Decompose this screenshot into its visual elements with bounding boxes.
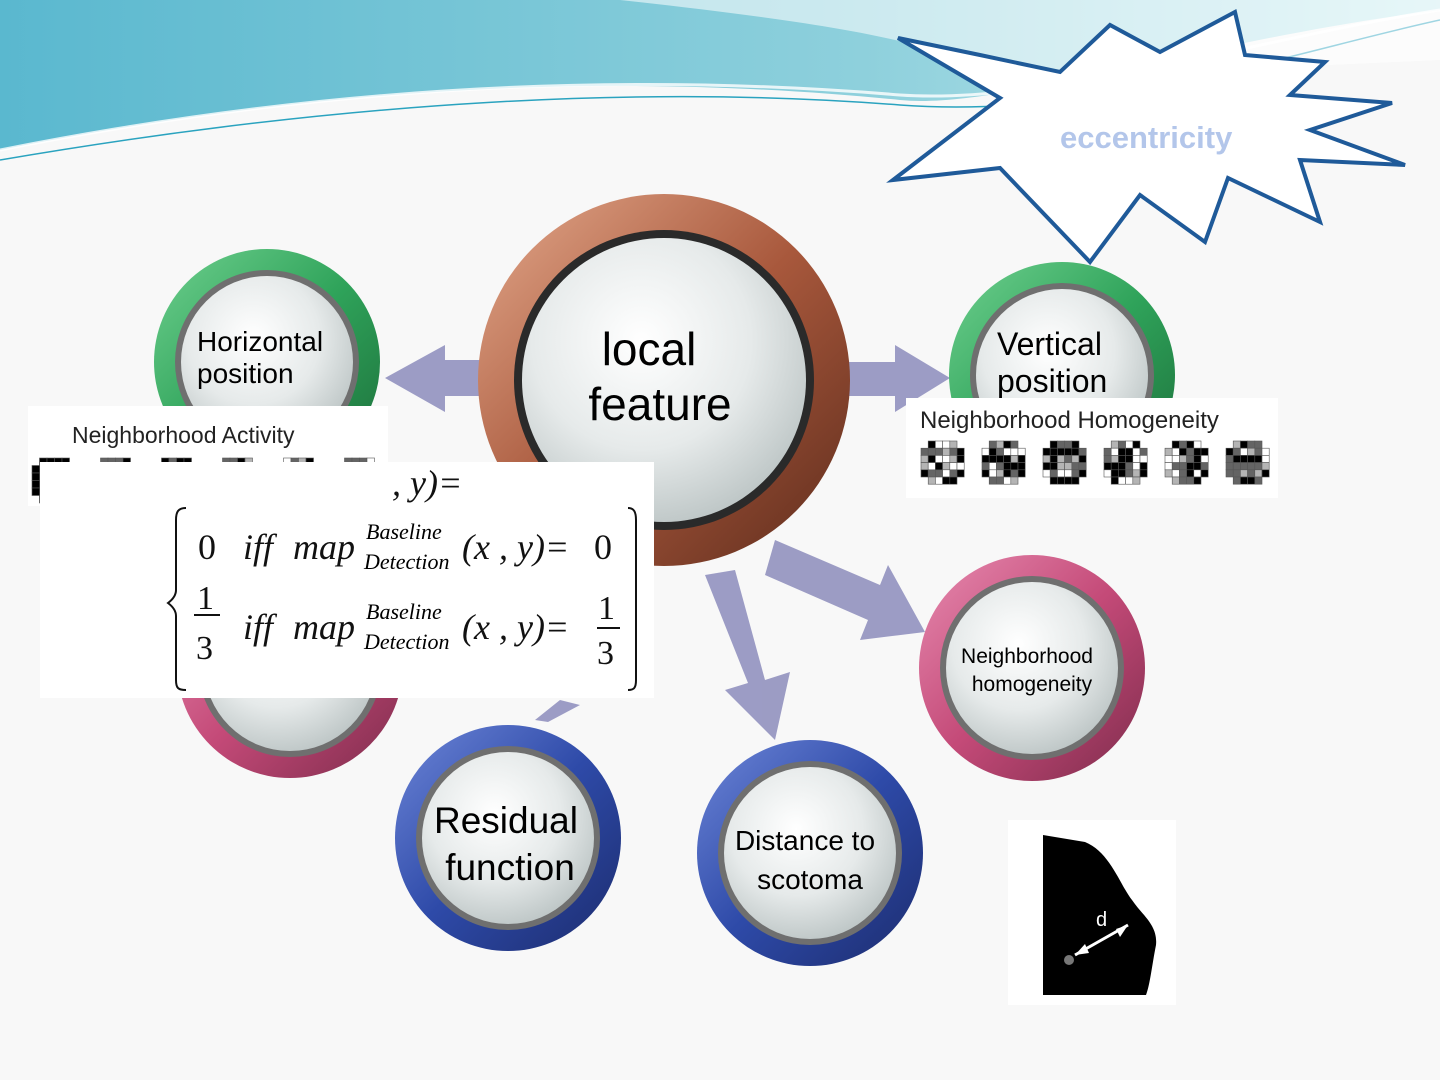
equation-panel <box>40 462 654 698</box>
equation-row1-args: (x , y)= <box>462 527 570 567</box>
equation-row2-rhs-num: 1 <box>598 590 615 627</box>
arrow-to-residual <box>535 700 580 722</box>
local-feature-label: local feature <box>588 323 732 431</box>
homogeneity-panel-title: Neighborhood Homogeneity <box>920 407 1219 434</box>
homogeneity-grid-thumb <box>920 440 965 485</box>
eccentricity-burst <box>886 9 1406 266</box>
residual-function-label: Residual function <box>434 800 578 889</box>
arrow-to-vertical <box>845 345 950 412</box>
node-neighborhood-homogeneity <box>919 555 1145 781</box>
equation-row2-superscript: Baseline <box>366 599 442 624</box>
equation-brackets <box>166 507 637 691</box>
arrows <box>385 345 950 740</box>
arrow-to-distance <box>705 570 790 740</box>
arrow-to-horizontal <box>385 345 490 412</box>
arrow-to-homogeneity <box>765 540 925 640</box>
horizontal-position-label: Horizontal position <box>197 326 324 390</box>
homogeneity-grid-thumb <box>1103 440 1148 485</box>
equation-row1-value: 0 <box>198 527 216 567</box>
equation-row1-subscript: Detection <box>364 549 450 574</box>
equation-row2-subscript: Detection <box>364 629 450 654</box>
equation-row2-den: 3 <box>196 630 213 667</box>
vertical-position-label: Vertical position <box>997 326 1108 398</box>
equation-head: , y)= <box>392 463 463 503</box>
equation-row1-superscript: Baseline <box>366 519 442 544</box>
homogeneity-grid-thumb <box>1042 440 1087 485</box>
equation-row2-num: 1 <box>197 580 214 617</box>
activity-panel-title: Neighborhood Activity <box>72 422 295 448</box>
scotoma-panel: d <box>1008 820 1176 1005</box>
equation-row1-iff: iff <box>243 527 274 567</box>
equation-row1-rhs: 0 <box>594 527 612 567</box>
homogeneity-grid-thumb <box>981 440 1026 485</box>
equation-row2-iff: iff <box>243 607 274 647</box>
neighborhood-homogeneity-label: Neighborhood homogeneity <box>961 645 1093 697</box>
scotoma-d-label: d <box>1096 909 1107 931</box>
distance-to-scotoma-label: Distance to scotoma <box>734 825 876 895</box>
node-distance-to-scotoma <box>697 740 923 966</box>
equation-row2-map: map <box>293 607 355 647</box>
equation-row2-rhs-den: 3 <box>597 635 614 672</box>
homogeneity-grid-thumb <box>1164 440 1209 485</box>
equation-row2-args: (x , y)= <box>462 607 570 647</box>
homogeneity-grid-thumb <box>1225 440 1270 485</box>
equation-row1-map: map <box>293 527 355 567</box>
node-residual-function <box>395 725 621 951</box>
homogeneity-panel <box>906 398 1278 498</box>
homogeneity-grids <box>920 440 1270 485</box>
eccentricity-label: eccentricity <box>1060 120 1233 155</box>
